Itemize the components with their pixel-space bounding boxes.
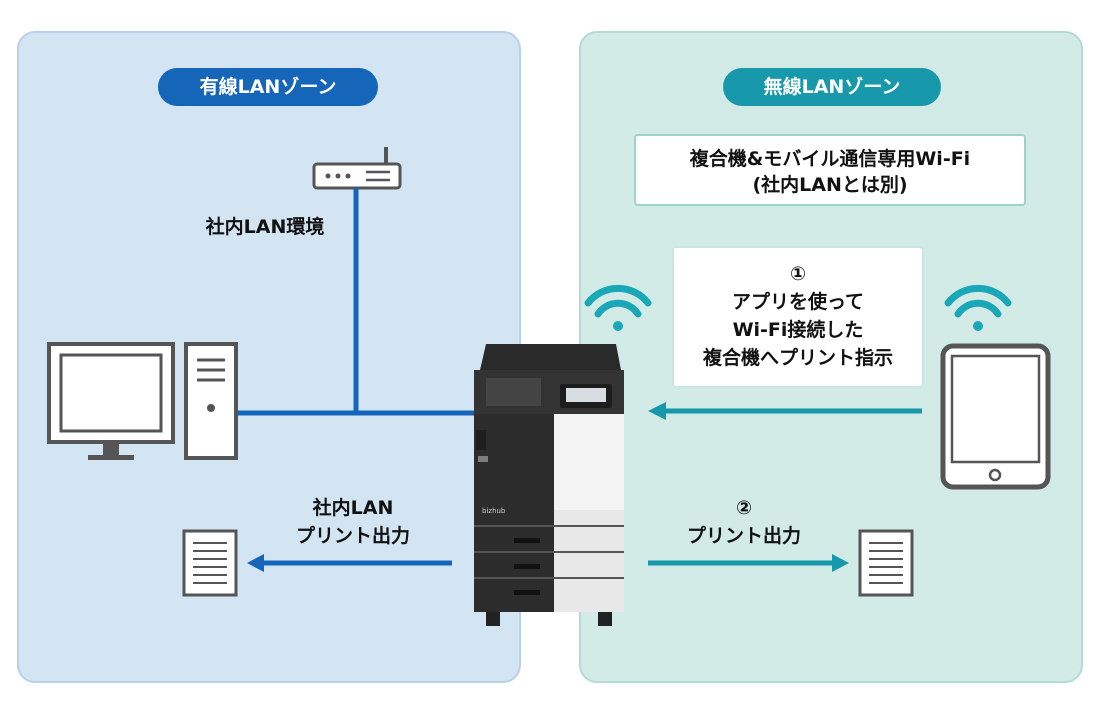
printer-brand-text: bizhub <box>482 507 506 515</box>
step1-line1: アプリを使って <box>731 291 865 313</box>
dedicated-wifi-note: 複合機&モバイル通信専用Wi-Fi (社内LANとは別) <box>634 134 1026 206</box>
document-icon <box>182 529 238 597</box>
lan-print-label-line2: プリント出力 <box>295 525 410 547</box>
step1-line3: 複合機へプリント指示 <box>702 347 893 369</box>
step1-line2: Wi-Fi接続した <box>732 319 864 341</box>
wireless-zone-title: 無線LANゾーン <box>723 68 941 106</box>
step2-label: ② プリント出力 <box>664 494 824 550</box>
wired-lan-line <box>237 188 478 416</box>
lan-environment-label: 社内LAN環境 <box>205 216 325 238</box>
lan-print-arrow <box>247 554 452 572</box>
router-icon <box>312 147 402 190</box>
step1-number: ① <box>789 263 807 285</box>
multifunction-printer-icon: bizhub <box>474 344 624 626</box>
print-instruction-arrow <box>648 402 922 420</box>
tablet-icon <box>940 343 1051 490</box>
wifi-print-arrow <box>648 554 849 572</box>
wifi-note-line2: (社内LANとは別) <box>752 174 908 196</box>
wifi-note-line1: 複合機&モバイル通信専用Wi-Fi <box>689 148 971 170</box>
wired-zone-title: 有線LANゾーン <box>158 68 378 106</box>
wifi-icon <box>584 284 652 331</box>
desktop-computer-icon <box>47 342 238 460</box>
step2-text: プリント出力 <box>686 525 801 547</box>
lan-print-label-line1: 社内LAN <box>312 497 394 519</box>
step1-instruction-box: ① アプリを使って Wi-Fi接続した 複合機へプリント指示 <box>672 246 924 388</box>
document-icon <box>858 529 914 597</box>
wifi-icon <box>944 284 1012 331</box>
lan-print-label: 社内LAN プリント出力 <box>268 494 438 550</box>
step2-number: ② <box>735 497 753 519</box>
